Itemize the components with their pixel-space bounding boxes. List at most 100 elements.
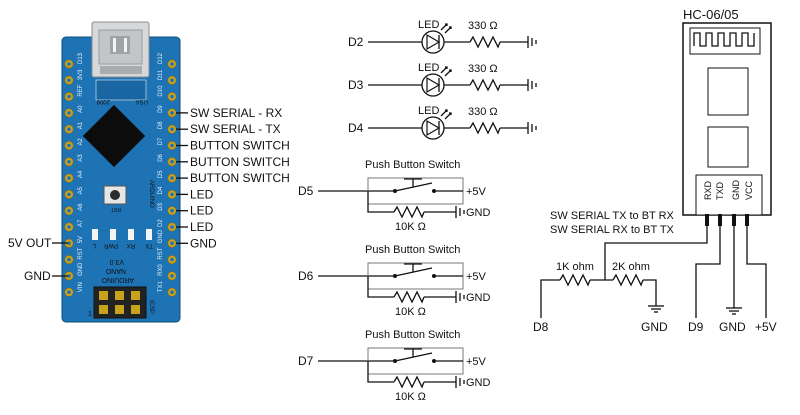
- right-pin-label: D11: [158, 69, 164, 80]
- r2-label: 2K ohm: [612, 261, 650, 273]
- led-label-l: L: [92, 242, 96, 248]
- microcontroller-chip: [82, 104, 146, 168]
- left-pin-label: VIN: [78, 282, 84, 292]
- right-pin-label: RST: [158, 247, 164, 259]
- led-label: LED: [418, 19, 439, 31]
- left-pin-label: D13: [78, 52, 84, 64]
- board-sub: NANO: [105, 267, 126, 274]
- resistor-330: [469, 78, 501, 92]
- left-pin-label: GND: [78, 262, 84, 276]
- bt-note-1: SW SERIAL TX to BT RX: [550, 210, 675, 222]
- right-pin-function-label: GND: [190, 236, 217, 250]
- gnd-left-label: GND: [24, 269, 51, 283]
- left-pin-label: RST: [78, 247, 84, 259]
- usb-connector: [91, 21, 150, 78]
- led-label-rx: RX: [127, 242, 135, 248]
- right-pin-label: TX1: [158, 281, 164, 293]
- led-label-pwr: PWR: [103, 242, 118, 248]
- button-gnd-label: GND: [466, 207, 491, 219]
- led-pin-label: D3: [348, 78, 364, 92]
- bt-pin-vcc: VCC: [744, 180, 754, 200]
- right-pin-label: D4: [158, 186, 164, 194]
- resistor-2k: [612, 273, 644, 287]
- left-pin-label: 5V: [78, 236, 84, 243]
- button-vcc-label: +5V: [466, 186, 487, 198]
- button-pin-label: D6: [298, 269, 314, 283]
- right-pin-labels: SW SERIAL - RX SW SERIAL - TX BUTTON SWITC…: [176, 106, 290, 250]
- bt-module-title: HC-06/05: [683, 7, 739, 22]
- right-pin-function-label: BUTTON SWITCH: [190, 139, 290, 153]
- led-label: LED: [418, 105, 439, 117]
- arduino-name-vertical: ARDUINO: [148, 180, 154, 208]
- push-button-title: Push Button Switch: [365, 244, 460, 256]
- resistor-330: [469, 121, 501, 135]
- icsp-label: ICSP: [148, 300, 154, 314]
- right-pin-function-label: SW SERIAL - RX: [190, 106, 282, 120]
- resistor-label: 330 Ω: [468, 20, 498, 32]
- right-pin-function-label: SW SERIAL - TX: [190, 122, 281, 136]
- vcc-bt-label: +5V: [755, 320, 777, 334]
- resistor-label: 10K Ω: [395, 221, 426, 233]
- resistor-1k: [559, 273, 591, 287]
- gnd-bt-label: GND: [719, 320, 746, 334]
- right-pin-label: D3: [158, 202, 164, 210]
- right-pin-label: D12: [158, 52, 164, 64]
- usb-year-label: 2009: [96, 98, 110, 104]
- left-pin-label: A7: [78, 219, 84, 227]
- left-pin-label: 3V3: [78, 69, 84, 80]
- right-pin-function-label: BUTTON SWITCH: [190, 155, 290, 169]
- resistor-label: 10K Ω: [395, 306, 426, 318]
- button-pin-label: D5: [298, 184, 314, 198]
- left-pin-label: A3: [78, 154, 84, 162]
- bluetooth-module: HC-06/05 RXD TXD GND VCC: [682, 7, 772, 226]
- resistor-label: 10K Ω: [395, 391, 426, 403]
- led-label-tx: TX: [145, 242, 153, 248]
- right-pin-label: RX0: [158, 264, 164, 276]
- resistor-10k: [393, 205, 425, 219]
- right-pin-label: GND: [158, 229, 164, 243]
- right-pin-label: D9: [158, 105, 164, 113]
- bt-pin-rxd: RXD: [703, 180, 713, 200]
- icsp-header: [93, 286, 147, 319]
- button-pin-label: D7: [298, 354, 314, 368]
- right-pin-label: D5: [158, 170, 164, 178]
- five-v-out-label: 5V OUT: [8, 236, 52, 250]
- bt-pin-txd: TXD: [715, 181, 725, 200]
- right-pin-label: D7: [158, 137, 164, 145]
- r1-label: 1K ohm: [556, 261, 594, 273]
- right-pin-function-label: LED: [190, 220, 214, 234]
- led-pin-label: D4: [348, 121, 364, 135]
- arduino-nano-board: 2009 USA RST L PWR RX TX ARDUINO V3.0 NA…: [61, 21, 181, 323]
- d8-label: D8: [533, 320, 549, 334]
- led-pin-label: D2: [348, 35, 364, 49]
- push-button-title: Push Button Switch: [365, 329, 460, 341]
- right-pin-label: D8: [158, 121, 164, 129]
- antenna-trace: [693, 32, 755, 47]
- push-button-title: Push Button Switch: [365, 159, 460, 171]
- reset-button[interactable]: [103, 185, 127, 205]
- reset-label: RST: [111, 206, 121, 212]
- board-version: V3.0: [109, 258, 124, 265]
- right-pin-function-label: LED: [190, 204, 214, 218]
- gnd-divider-label: GND: [641, 320, 668, 334]
- left-pin-label: A5: [78, 186, 84, 194]
- resistor-label: 330 Ω: [468, 106, 498, 118]
- right-pin-label: D6: [158, 153, 164, 161]
- left-pin-label: A0: [78, 105, 84, 113]
- resistor-330: [469, 35, 501, 49]
- bt-note-2: SW SERIAL RX to BT TX: [550, 224, 675, 236]
- usb-usa-label: USA: [136, 98, 148, 104]
- left-pin-label: A6: [78, 203, 84, 211]
- bt-wiring: SW SERIAL TX to BT RX SW SERIAL RX to BT…: [533, 210, 777, 334]
- d9-label: D9: [688, 320, 704, 334]
- bt-pin-gnd: GND: [731, 180, 741, 201]
- status-leds: [92, 229, 152, 240]
